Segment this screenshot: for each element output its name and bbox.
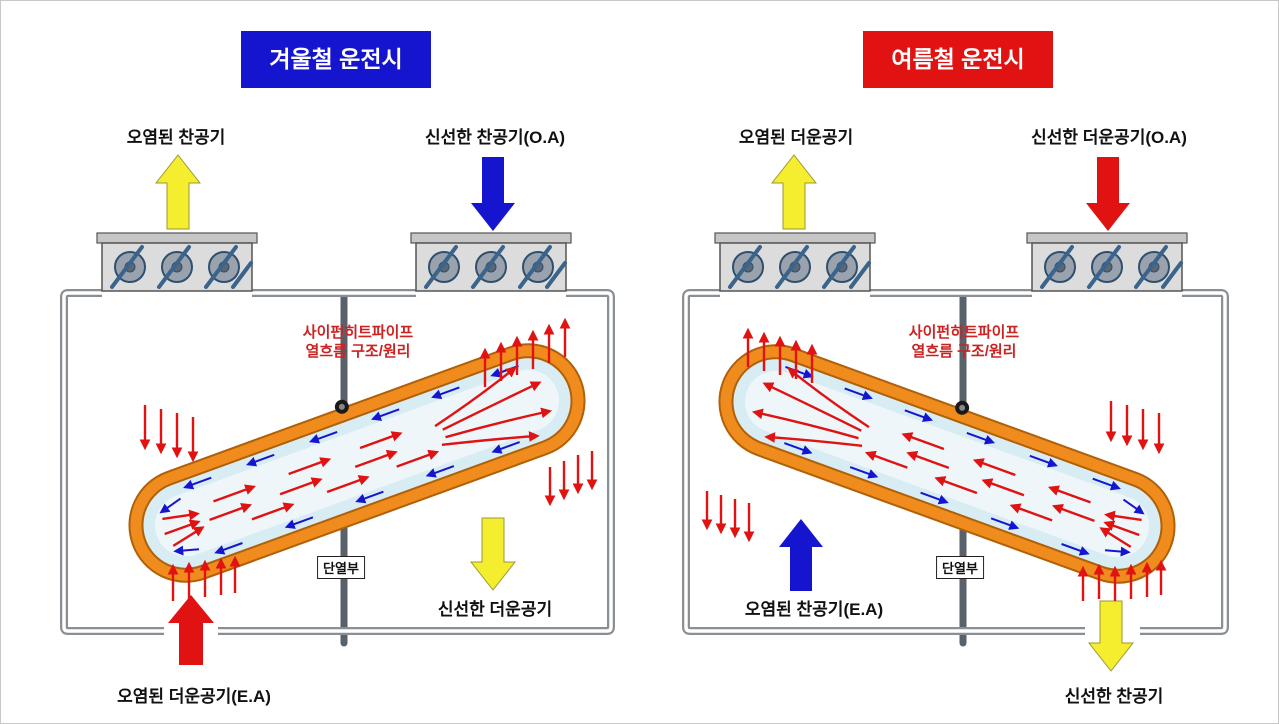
- summer-exhaust-up-arrow: [770, 154, 818, 230]
- summer-heat-release-top-left: [742, 327, 818, 383]
- winter-heat-pipe-label: 사이펀히트파이프 열흐름 구조/원리: [302, 324, 414, 360]
- winter-heat-absorb-top-left: [139, 405, 199, 463]
- summer-heat-absorb-bottom-right: [1077, 559, 1167, 601]
- summer-title: 여름철 운전시: [863, 31, 1053, 88]
- heat-pipe: [117, 323, 592, 590]
- winter-exhaust-top-label: 오염된 찬공기: [126, 128, 226, 147]
- winter-title: 겨울철 운전시: [241, 31, 431, 88]
- summer-intake-top-label: 신선한 더운공기(O.A): [1031, 128, 1187, 147]
- fan-unit: [1025, 231, 1189, 293]
- winter-supply-bottom-label: 신선한 더운공기: [437, 600, 553, 619]
- winter-panel-graphics: [60, 154, 615, 665]
- winter-return-up-arrow: [168, 595, 214, 665]
- summer-heat-release-bottom-left: [701, 491, 755, 543]
- fan-unit: [95, 231, 259, 293]
- summer-insulation-label: 단열부: [936, 556, 984, 579]
- winter-exhaust-bottom-label: 오염된 더운공기(E.A): [117, 687, 271, 706]
- summer-exhaust-top-label: 오염된 더운공기: [738, 128, 854, 147]
- summer-supply-down-arrow: [1087, 600, 1135, 672]
- winter-exhaust-up-arrow: [154, 154, 202, 230]
- winter-intake-down-arrow: [471, 157, 515, 231]
- winter-supply-down-arrow: [469, 517, 517, 591]
- summer-exhaust-bottom-label: 오염된 찬공기(E.A): [744, 600, 884, 619]
- heat-pipe: [712, 324, 1187, 591]
- summer-return-up-arrow: [779, 519, 823, 591]
- summer-heat-absorb-top-right: [1105, 401, 1165, 455]
- summer-supply-bottom-label: 신선한 찬공기: [1064, 687, 1164, 706]
- fan-unit: [713, 231, 877, 293]
- fan-unit: [409, 231, 573, 293]
- summer-duct: [682, 289, 1229, 635]
- winter-intake-top-label: 신선한 찬공기(O.A): [424, 128, 566, 147]
- winter-heat-absorb-bottom-left: [167, 555, 241, 601]
- winter-insulation-label: 단열부: [317, 556, 365, 579]
- summer-intake-down-arrow: [1086, 157, 1130, 231]
- winter-heat-release-top-right: [479, 317, 571, 387]
- winter-duct: [60, 289, 615, 635]
- winter-heat-release-bottom-right: [544, 451, 598, 507]
- summer-heat-pipe-label: 사이펀히트파이프 열흐름 구조/원리: [908, 324, 1020, 360]
- summer-panel-graphics: [682, 154, 1229, 672]
